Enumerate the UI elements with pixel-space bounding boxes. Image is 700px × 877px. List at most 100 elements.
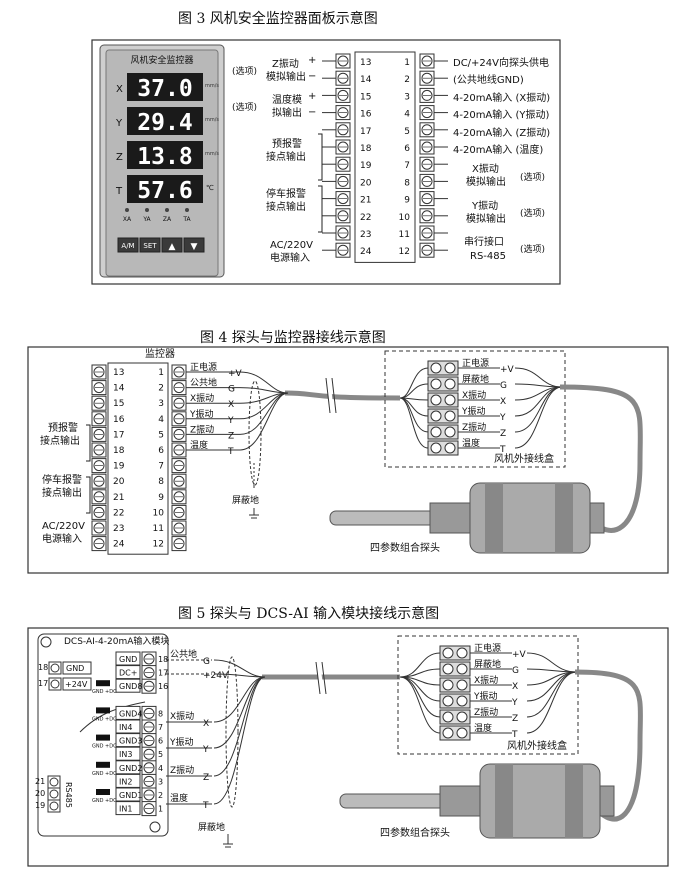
box-signal-name: Y振动: [461, 405, 486, 417]
svg-text:mm/s: mm/s: [205, 83, 219, 89]
terminal-19: [335, 156, 351, 172]
display-row-y: Y 29.4 mm/s: [115, 107, 219, 136]
terminal-1: [171, 364, 187, 380]
terminal-number: 4: [158, 764, 163, 773]
signal-name: 温度: [190, 439, 208, 451]
terminal-14: [91, 380, 107, 396]
junction-box: [397, 635, 579, 755]
module-pin-label: IN3: [119, 750, 132, 759]
monitor-left-labels: 预报警 接点输出 停车报警 接点输出 AC/220V 电源输入: [40, 421, 91, 545]
terminal-number: 24: [113, 540, 125, 550]
terminal-number: 8: [404, 178, 410, 188]
svg-text:模拟输出: 模拟输出: [466, 175, 506, 188]
terminal-number: 14: [360, 75, 372, 85]
terminal-3: [419, 87, 435, 103]
terminal-8: [171, 473, 187, 489]
box-signal-name: 温度: [474, 722, 492, 734]
signal-letter: G: [203, 657, 210, 667]
box-signal-name: 正电源: [474, 642, 501, 654]
module-pin-label: GND4: [119, 709, 142, 718]
svg-text:Y振动: Y振动: [471, 199, 498, 212]
svg-text:(选项): (选项): [232, 101, 257, 113]
probe-icon: [329, 482, 605, 554]
terminal-number: 15: [113, 399, 124, 409]
box-signal-name: Z振动: [474, 706, 498, 718]
svg-text:−: −: [308, 71, 316, 82]
svg-text:接点输出: 接点输出: [40, 434, 80, 447]
svg-text:停车报警: 停车报警: [42, 473, 82, 486]
terminal-13: [91, 364, 107, 380]
terminal-17: [335, 122, 351, 138]
box-signal-name: X振动: [462, 389, 486, 401]
terminal-number: 2: [404, 75, 410, 85]
module-title: DCS-AI-4-20mA输入模块: [64, 635, 169, 647]
monitor-panel: 风机安全监控器 X 37.0 mm/s Y 29.4 mm/s Z 13.8 m…: [99, 44, 225, 278]
figure-3-caption: 图 3 风机安全监控器面板示意图: [178, 11, 378, 27]
terminal-22: [335, 208, 351, 224]
svg-text:mm/s: mm/s: [205, 117, 219, 123]
terminal-number: 13: [113, 368, 124, 378]
box-signal-letter: +V: [512, 650, 527, 660]
signal-letter: Y: [227, 416, 234, 426]
panel-buttons: A/M SET ▲ ▼: [117, 237, 205, 253]
module-terminal-2: [141, 787, 157, 803]
terminal-number: 3: [404, 92, 410, 102]
terminal-15: [91, 395, 107, 411]
svg-text:+: +: [308, 91, 316, 102]
module-pin-label: GND1: [119, 791, 142, 800]
box-signal-name: X振动: [474, 674, 498, 686]
terminal-number: 11: [399, 230, 410, 240]
probe-icon: [339, 763, 615, 839]
terminal-24: [335, 242, 351, 258]
terminal-23: [91, 520, 107, 536]
svg-text:−: −: [308, 107, 316, 118]
terminal-number: 2: [158, 791, 163, 800]
svg-text:AC/220V: AC/220V: [42, 521, 85, 532]
shield-ground-label: 屏蔽地: [198, 821, 225, 833]
signal-name: X振动: [170, 710, 194, 722]
probe-label: 四参数组合探头: [380, 826, 450, 839]
svg-text:21: 21: [35, 777, 45, 786]
svg-text:4-20mA输入 (X振动): 4-20mA输入 (X振动): [453, 91, 550, 104]
terminal-number: 9: [158, 493, 164, 503]
jumper-label: GND +DC: [92, 744, 117, 750]
module-pin-label: GND: [119, 655, 137, 664]
terminal-number: 3: [158, 777, 163, 786]
terminal-number: 12: [399, 247, 410, 257]
terminal-number: 2: [158, 384, 164, 394]
down-button: [183, 237, 205, 253]
terminal-number: 23: [360, 230, 371, 240]
signal-letter: X: [203, 719, 209, 729]
junction-box-label: 风机外接线盒: [494, 452, 554, 465]
terminal-23: [335, 225, 351, 241]
svg-text:GND: GND: [66, 664, 84, 673]
display-value-x: 37.0: [137, 76, 192, 102]
box-signal-letter: G: [512, 666, 519, 676]
module-terminal-18: [141, 651, 157, 667]
signal-letter: G: [228, 385, 235, 395]
signal-letter: Z: [228, 431, 234, 441]
module-terminal-4: [141, 760, 157, 776]
svg-text:(选项): (选项): [520, 207, 545, 219]
module-pin-label: GND2: [119, 764, 142, 773]
signal-letter: Y: [202, 745, 209, 755]
jumper-label: GND +DC: [92, 689, 117, 695]
signal-name: Z振动: [190, 423, 214, 435]
terminal-12: [171, 536, 187, 552]
svg-text:4-20mA输入 (Z振动): 4-20mA输入 (Z振动): [453, 126, 550, 139]
junction-box-label: 风机外接线盒: [507, 739, 567, 752]
signal-letter: T: [202, 801, 209, 811]
display-row-x: X 37.0 mm/s: [116, 73, 219, 102]
display-value-t: 57.6: [137, 178, 192, 204]
panel-title: 风机安全监控器: [130, 54, 193, 66]
svg-text:预报警: 预报警: [48, 421, 78, 434]
monitor-title: 监控器: [145, 347, 175, 360]
terminal-number: 5: [158, 430, 164, 440]
terminal-number: 14: [113, 384, 125, 394]
svg-text:X: X: [116, 84, 123, 95]
terminal-number: 5: [158, 750, 163, 759]
up-button: [161, 237, 183, 253]
